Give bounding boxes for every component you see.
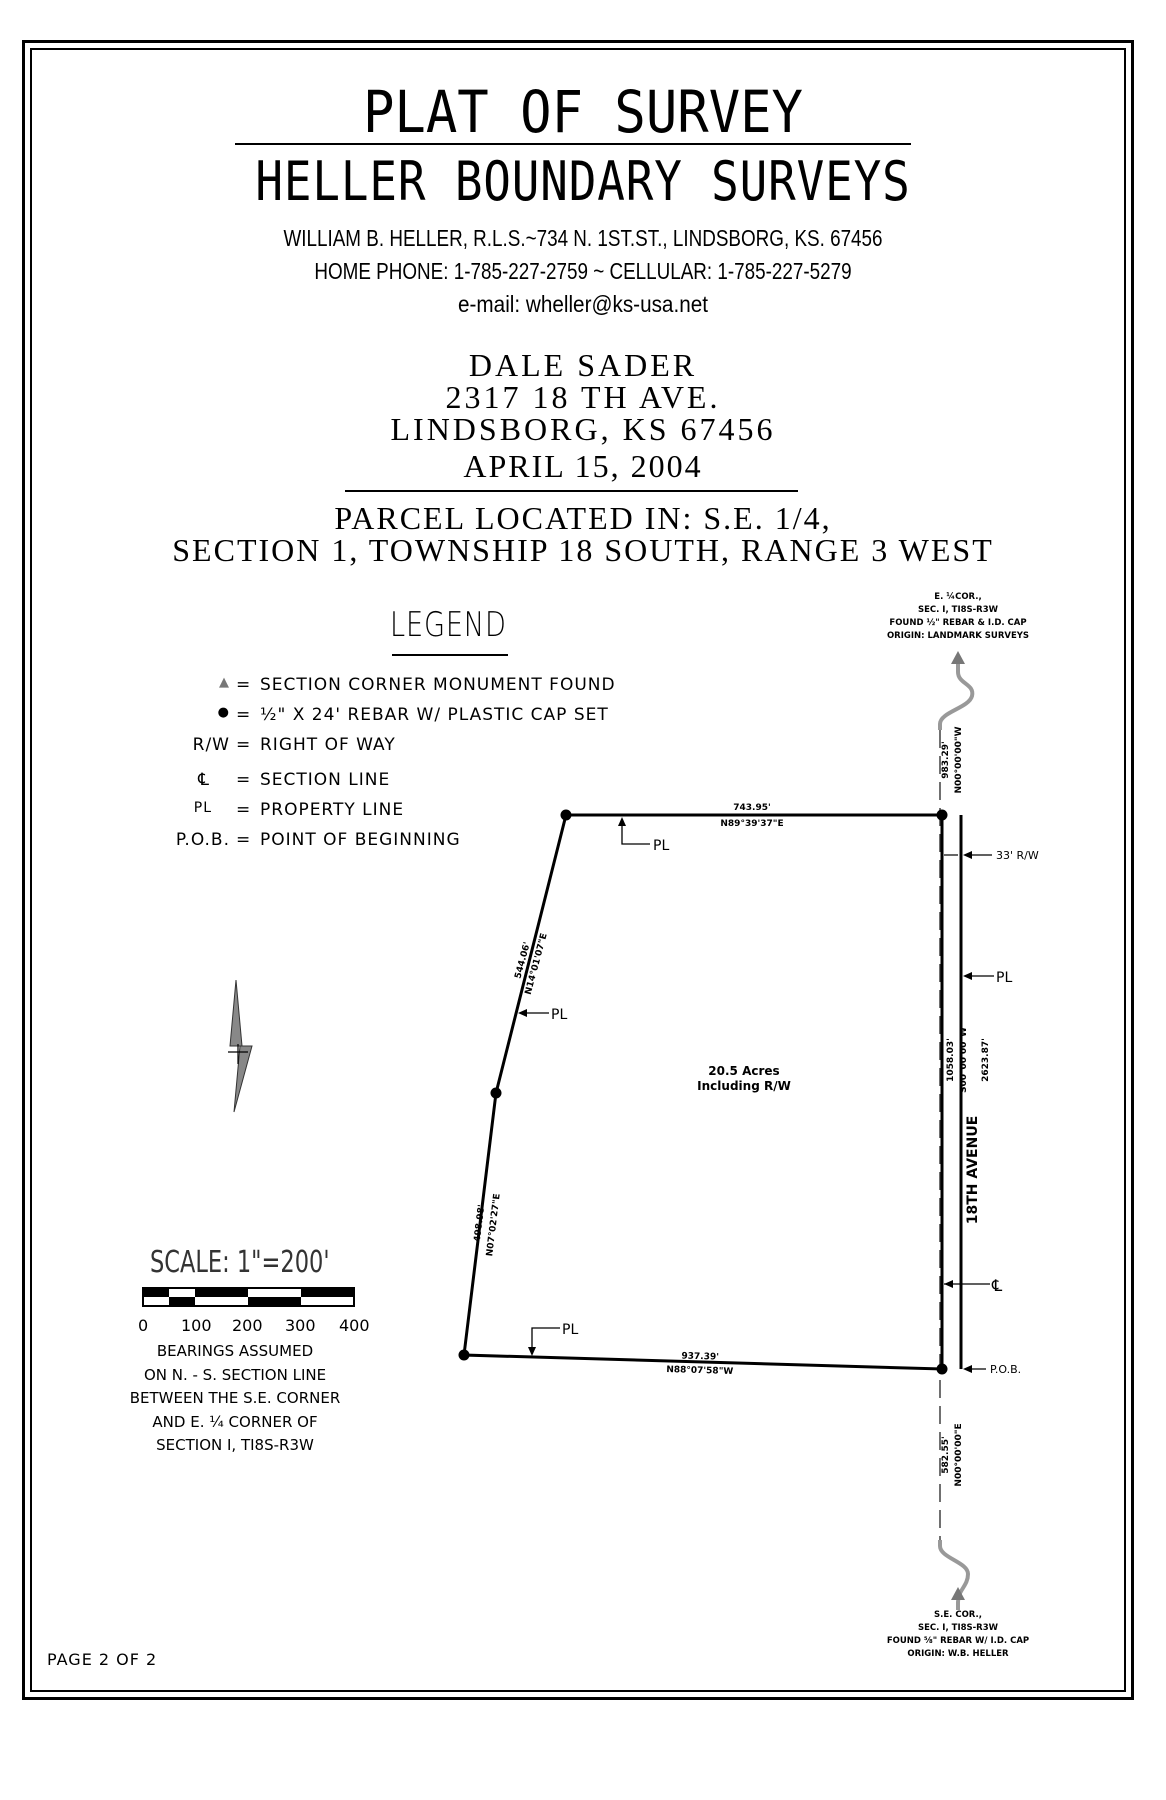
arrow-icon <box>963 851 972 859</box>
ne-corner-line-2: SEC. I, TI8S-R3W <box>918 605 999 615</box>
se-corner-line-4: ORIGIN: W.B. HELLER <box>907 1649 1009 1659</box>
se-corner-monument-icon <box>951 1587 965 1600</box>
company-name: HELLER BOUNDARY SURVEYS <box>255 150 911 213</box>
upper-length: 983.29' <box>941 741 951 779</box>
south-line-bearing: N88°07'58"W <box>666 1365 733 1377</box>
lower-length: 582.55' <box>941 1436 951 1474</box>
total-length: 2623.87' <box>981 1038 991 1082</box>
legend-desc: SECTION LINE <box>260 770 391 790</box>
arrow-icon <box>944 1280 953 1288</box>
rebar-set-marker <box>458 1349 470 1361</box>
sw-line-length: 498.98' <box>473 1204 487 1242</box>
se-corner-line-1: S.E. COR., <box>934 1610 982 1620</box>
north-line-length: 743.95' <box>733 803 771 813</box>
inner-border <box>30 48 1126 1692</box>
plat-title: PLAT OF SURVEY <box>363 78 803 146</box>
scale-tick: 300 <box>285 1316 316 1335</box>
east-length: 1058.03' <box>946 1038 956 1082</box>
legend-symbol: R/W <box>192 735 230 755</box>
south-line-length: 937.39' <box>681 1351 719 1362</box>
legend-desc: PROPERTY LINE <box>260 800 405 820</box>
pl-label: PL <box>996 970 1012 986</box>
scale-tick: 100 <box>181 1316 212 1335</box>
rebar-set-marker <box>560 809 572 821</box>
ne-corner-line-1: E. ¼COR., <box>934 591 981 602</box>
area-label: 20.5 Acres <box>708 1064 779 1078</box>
rebar-set-marker <box>936 809 948 821</box>
section-line-icon: ℄ <box>198 770 210 790</box>
phone-line: HOME PHONE: 1-785-227-2759 ~ CELLULAR: 1… <box>314 258 852 284</box>
rebar-set-marker <box>490 1087 502 1099</box>
arrow-icon <box>963 1365 972 1373</box>
surveyor-line: WILLIAM B. HELLER, R.L.S.~734 N. 1ST.ST.… <box>283 225 883 251</box>
pl-label: PL <box>551 1007 567 1023</box>
north-line-bearing: N89°39'37"E <box>720 819 783 829</box>
scale-label: SCALE: 1"=200' <box>150 1245 330 1280</box>
area-sub-label: Including R/W <box>697 1079 791 1093</box>
pl-leader <box>621 820 650 845</box>
legend-desc: RIGHT OF WAY <box>260 735 396 755</box>
lower-bearing: N00°00'00"E <box>954 1423 964 1486</box>
legend-symbol: P.O.B. <box>175 830 230 850</box>
se-corner-line-3: FOUND ⅝" REBAR W/ I.D. CAP <box>887 1636 1029 1646</box>
scale-bar <box>142 1287 355 1307</box>
pl-label: PL <box>653 838 669 854</box>
sl-label: ℄ <box>991 1276 1003 1295</box>
note-line: AND E. ¼ CORNER OF <box>152 1412 318 1431</box>
pl-leader <box>531 1327 560 1353</box>
scale-tick: 400 <box>339 1316 370 1335</box>
road-name: 18TH AVENUE <box>965 1116 981 1225</box>
arrow-icon <box>618 817 626 826</box>
parcel-boundary <box>462 813 944 1371</box>
client-address: 2317 18 TH AVE. <box>445 379 721 415</box>
arrow-icon <box>518 1009 527 1017</box>
page-number: PAGE 2 OF 2 <box>47 1650 158 1669</box>
ne-corner-monument-icon <box>951 651 965 664</box>
legend-desc: SECTION CORNER MONUMENT FOUND <box>260 675 616 695</box>
upper-bearing: N00°00'00"W <box>954 726 964 793</box>
note-line: SECTION I, TI8S-R3W <box>156 1436 314 1454</box>
ne-corner-line-3: FOUND ½" REBAR & I.D. CAP <box>889 617 1026 628</box>
pl-label: PL <box>562 1322 578 1338</box>
arrow-icon <box>528 1347 536 1356</box>
parcel-line-2: SECTION 1, TOWNSHIP 18 SOUTH, RANGE 3 WE… <box>172 532 994 568</box>
east-bearing: S00°00'00"W <box>959 1027 969 1093</box>
email-line: e-mail: wheller@ks-usa.net <box>458 291 708 317</box>
legend-desc: ½" X 24' REBAR W/ PLASTIC CAP SET <box>260 705 609 725</box>
survey-date: APRIL 15, 2004 <box>463 448 703 484</box>
note-line: BEARINGS ASSUMED <box>156 1342 314 1360</box>
pob-label: P.O.B. <box>990 1363 1021 1376</box>
sw-line-bearing: N07°02'27"E <box>485 1193 503 1257</box>
property-line-icon: PL <box>193 800 212 816</box>
bearing-note: BEARINGS ASSUMED ON N. - S. SECTION LINE… <box>120 1340 350 1458</box>
parcel-line-1: PARCEL LOCATED IN: S.E. 1/4, <box>334 500 832 536</box>
outer-border <box>22 40 1134 1700</box>
north-arrow-icon <box>228 979 253 1113</box>
client-rule <box>345 490 798 492</box>
scale-tick: 200 <box>232 1316 263 1335</box>
pob-marker <box>936 1363 948 1375</box>
client-city: LINDSBORG, KS 67456 <box>390 411 776 447</box>
ne-break-line <box>938 664 975 730</box>
row-label: 33' R/W <box>996 849 1039 862</box>
scale-tick: 0 <box>138 1316 149 1335</box>
note-line: ON N. - S. SECTION LINE <box>143 1365 327 1384</box>
legend-underline <box>392 654 508 656</box>
ne-corner-line-4: ORIGIN: LANDMARK SURVEYS <box>887 631 1029 641</box>
title-rule <box>235 143 911 145</box>
arrow-icon <box>963 972 972 980</box>
dot-icon: ● <box>217 705 230 720</box>
client-name: DALE SADER <box>468 347 698 383</box>
legend-desc: POINT OF BEGINNING <box>260 830 461 850</box>
se-corner-line-2: SEC. I, TI8S-R3W <box>918 1623 999 1633</box>
note-line: BETWEEN THE S.E. CORNER <box>129 1389 341 1407</box>
triangle-icon: ▲ <box>219 675 230 690</box>
